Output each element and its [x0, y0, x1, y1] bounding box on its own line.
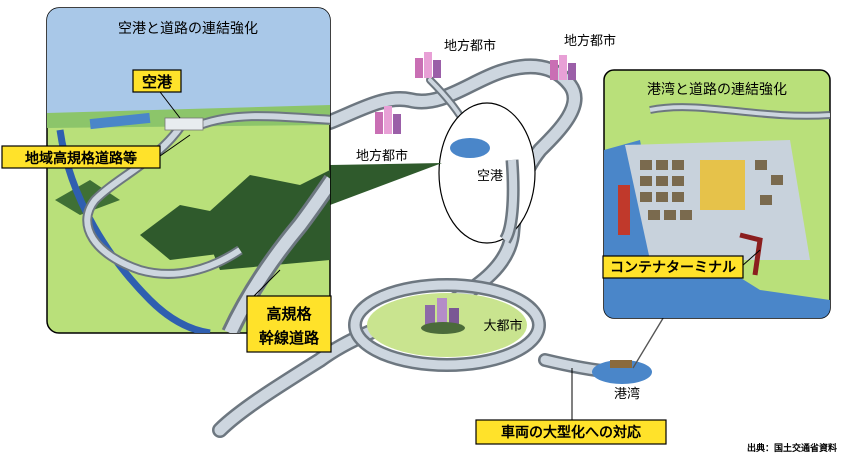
callout-regional-road: 地域高規格道路等 [1, 134, 191, 169]
source-note: 出典：国土交通省資料 [747, 442, 837, 454]
container-ship [618, 185, 630, 235]
airport-panel-title: 空港と道路の連結強化 [118, 21, 258, 37]
callout-trunk-road-line1: 高規格 [266, 305, 312, 323]
harbor-water [592, 360, 652, 384]
container-blocks [640, 160, 783, 220]
airport-panel-sky [47, 8, 330, 113]
label-center-airport: 空港 [477, 169, 503, 184]
harbor-zoom-line [632, 309, 669, 369]
metropolis-buildings [421, 298, 465, 334]
airport-runway [89, 112, 151, 130]
gantry-crane [739, 232, 763, 276]
river [56, 129, 211, 333]
center-airport-field [450, 138, 490, 158]
label-metropolis: 大都市 [483, 318, 522, 334]
callout-airport-text: 空港 [142, 73, 173, 91]
callout-trunk-road: 高規格 幹線道路 [246, 269, 332, 353]
city-left-buildings [375, 106, 401, 134]
airport-terminal [164, 117, 204, 131]
harbor-ship [610, 360, 632, 368]
callout-container-terminal-text: コンテナターミナル [610, 260, 736, 276]
mountain-center [140, 205, 250, 260]
city-top-right-buildings [550, 55, 576, 80]
port-panel: 港湾と道路の連結強化 [603, 69, 831, 319]
callout-trunk-road-line2: 幹線道路 [259, 329, 320, 347]
callout-vehicle-upsize: 車両の大型化への対応 [475, 368, 667, 445]
callout-vehicle-upsize-text: 車両の大型化への対応 [501, 424, 641, 441]
callout-airport: 空港 [132, 69, 182, 119]
airport-panel: 空港と道路の連結強化 [46, 7, 331, 334]
callout-regional-road-text: 地域高規格道路等 [25, 150, 137, 167]
zoom-connector [330, 163, 442, 205]
label-city-top-left: 地方都市 [444, 38, 496, 54]
label-harbor: 港湾 [614, 386, 640, 402]
city-top-left-buildings [415, 52, 441, 78]
container-warehouse [700, 160, 745, 210]
callout-container-terminal: コンテナターミナル [602, 249, 761, 279]
label-city-left: 地方都市 [356, 148, 408, 164]
port-panel-title: 港湾と道路の連結強化 [647, 81, 787, 98]
label-city-top-right: 地方都市 [564, 33, 616, 49]
